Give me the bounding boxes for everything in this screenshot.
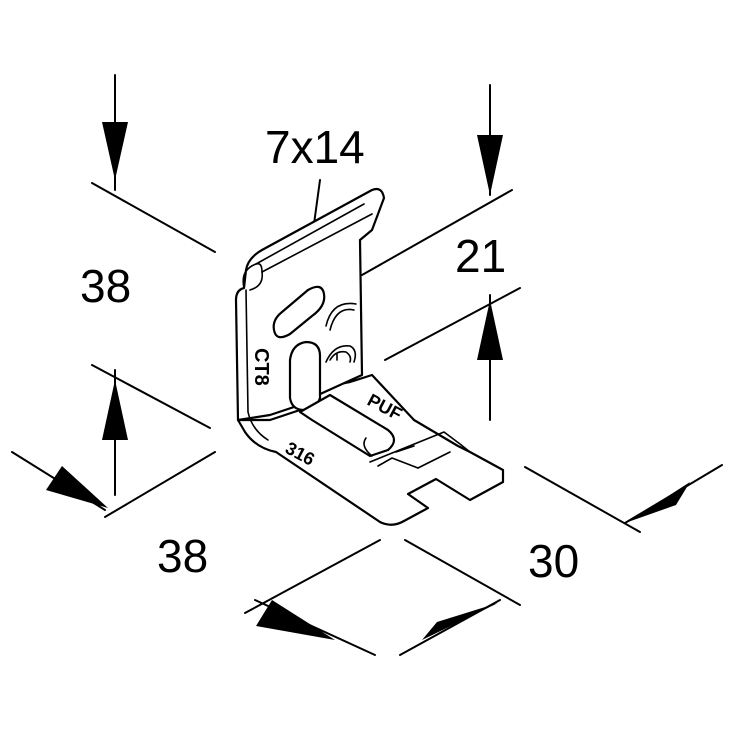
stamp-vertical-label: CT8 [250,348,272,386]
arrowheads [46,122,690,640]
height-left-dimension-label: 38 [80,260,131,312]
width-front-dimension-label: 38 [157,530,208,582]
emboss-mark [325,345,357,363]
arrow-down-icon [102,122,128,180]
arrow-left-icon [628,482,690,522]
arrow-up-icon [477,300,503,360]
emboss-mark [329,308,355,331]
depth-right-dimension-label: 30 [528,535,579,587]
height-right-dimension-label: 21 [455,230,506,282]
bracket-part [234,187,505,526]
slot-dimension-label: 7x14 [265,121,365,173]
slot-opening [272,285,326,339]
arrow-up-icon [102,380,128,440]
arrow-left-icon [256,600,335,640]
arrow-down-icon [477,135,503,195]
arrow-right-icon [46,466,108,508]
arrow-right-icon [422,603,498,640]
